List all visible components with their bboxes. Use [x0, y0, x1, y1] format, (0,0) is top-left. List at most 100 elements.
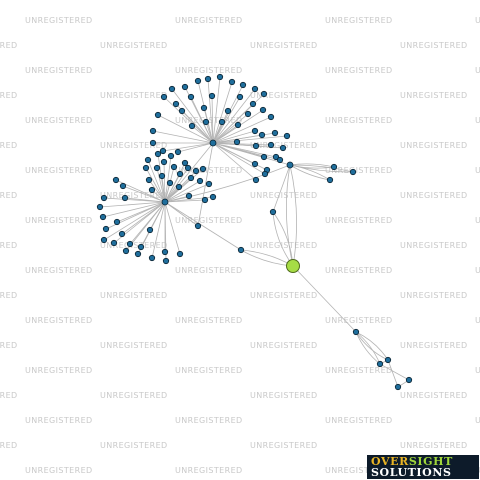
network-node[interactable] [181, 83, 189, 91]
network-node[interactable] [237, 246, 245, 254]
network-node[interactable] [251, 85, 259, 93]
network-node[interactable] [196, 177, 204, 185]
network-node[interactable] [272, 153, 280, 161]
network-node[interactable] [259, 106, 267, 114]
network-node[interactable] [192, 167, 200, 175]
network-node[interactable] [202, 118, 210, 126]
network-node[interactable] [187, 174, 195, 182]
network-node[interactable] [405, 376, 413, 384]
network-node[interactable] [200, 104, 208, 112]
network-node[interactable] [209, 193, 217, 201]
network-node[interactable] [261, 170, 269, 178]
network-node[interactable] [126, 240, 134, 248]
network-node[interactable] [249, 100, 257, 108]
network-node[interactable] [199, 165, 207, 173]
network-node[interactable] [244, 110, 252, 118]
network-node[interactable] [176, 170, 184, 178]
network-node[interactable] [100, 236, 108, 244]
network-node[interactable] [279, 144, 287, 152]
network-node[interactable] [118, 230, 126, 238]
network-node[interactable] [160, 93, 168, 101]
network-node[interactable] [122, 247, 130, 255]
network-node[interactable] [121, 194, 129, 202]
network-node[interactable] [269, 208, 277, 216]
network-node[interactable] [158, 172, 166, 180]
network-node[interactable] [252, 142, 260, 150]
network-node[interactable] [172, 100, 180, 108]
network-node[interactable] [394, 383, 402, 391]
network-node[interactable] [233, 138, 241, 146]
network-node[interactable] [204, 75, 212, 83]
network-node[interactable] [208, 92, 216, 100]
network-node[interactable] [145, 176, 153, 184]
network-node[interactable] [194, 222, 202, 230]
network-node[interactable] [188, 122, 196, 130]
network-node[interactable] [276, 156, 284, 164]
network-node[interactable] [149, 139, 157, 147]
network-node[interactable] [110, 239, 118, 247]
network-node[interactable] [148, 254, 156, 262]
network-node[interactable] [170, 163, 178, 171]
network-node[interactable] [251, 160, 259, 168]
network-node[interactable] [146, 226, 154, 234]
network-node[interactable] [252, 176, 260, 184]
network-node[interactable] [153, 164, 161, 172]
network-node[interactable] [258, 131, 266, 139]
network-node[interactable] [194, 77, 202, 85]
network-node[interactable] [168, 85, 176, 93]
network-node[interactable] [100, 194, 108, 202]
network-node[interactable] [267, 113, 275, 121]
network-node[interactable] [149, 127, 157, 135]
network-node[interactable] [251, 127, 259, 135]
network-node[interactable] [174, 148, 182, 156]
hub-node[interactable] [209, 139, 217, 147]
hub-node[interactable] [286, 161, 294, 169]
hub-node[interactable] [161, 198, 169, 206]
network-node[interactable] [181, 159, 189, 167]
network-node[interactable] [376, 360, 384, 368]
network-node[interactable] [134, 250, 142, 258]
network-node[interactable] [283, 132, 291, 140]
network-node[interactable] [176, 250, 184, 258]
network-node[interactable] [267, 141, 275, 149]
network-node[interactable] [175, 183, 183, 191]
network-node[interactable] [112, 176, 120, 184]
network-node[interactable] [352, 328, 360, 336]
network-node[interactable] [144, 156, 152, 164]
network-node[interactable] [102, 225, 110, 233]
network-node[interactable] [184, 164, 192, 172]
network-node[interactable] [218, 118, 226, 126]
network-node[interactable] [236, 93, 244, 101]
network-node[interactable] [178, 107, 186, 115]
focus-node[interactable] [286, 259, 300, 273]
network-node[interactable] [185, 192, 193, 200]
network-node[interactable] [166, 179, 174, 187]
network-node[interactable] [113, 218, 121, 226]
network-node[interactable] [187, 93, 195, 101]
network-node[interactable] [148, 186, 156, 194]
network-node[interactable] [162, 257, 170, 265]
network-node[interactable] [161, 248, 169, 256]
network-node[interactable] [330, 163, 338, 171]
network-node[interactable] [142, 164, 150, 172]
network-node[interactable] [384, 356, 392, 364]
network-node[interactable] [167, 152, 175, 160]
network-node[interactable] [260, 153, 268, 161]
network-node[interactable] [160, 158, 168, 166]
network-node[interactable] [260, 90, 268, 98]
network-node[interactable] [205, 180, 213, 188]
network-node[interactable] [96, 203, 104, 211]
network-node[interactable] [271, 129, 279, 137]
network-node[interactable] [216, 73, 224, 81]
network-node[interactable] [349, 168, 357, 176]
network-node[interactable] [224, 107, 232, 115]
network-node[interactable] [154, 111, 162, 119]
network-node[interactable] [228, 78, 236, 86]
network-node[interactable] [137, 243, 145, 251]
network-node[interactable] [119, 182, 127, 190]
network-node[interactable] [239, 81, 247, 89]
network-node[interactable] [326, 176, 334, 184]
network-node[interactable] [99, 213, 107, 221]
network-node[interactable] [154, 150, 162, 158]
network-node[interactable] [201, 196, 209, 204]
